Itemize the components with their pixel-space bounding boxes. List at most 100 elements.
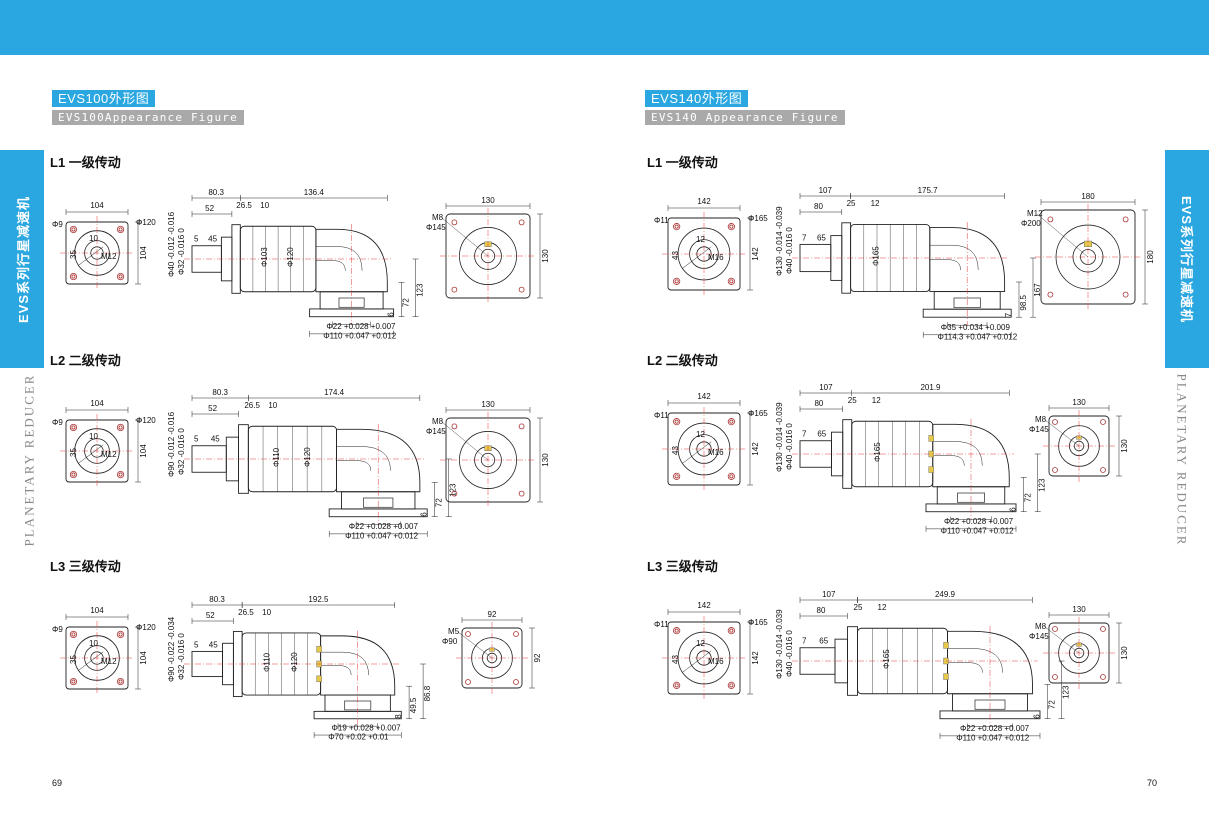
side-len4-dim: 26.5 <box>238 608 254 617</box>
side-len1-dim: 107 <box>822 590 836 599</box>
flange-pcd-dim: Φ120 <box>136 623 156 632</box>
flange-pcd-dim: Φ165 <box>748 409 768 418</box>
side-height2-dim: 49.5 <box>409 697 418 713</box>
flange-hole-dim: Φ11 <box>654 216 669 225</box>
output-pcd-dim: Φ90 <box>442 637 458 646</box>
side-height1-dim: 123 <box>449 483 458 497</box>
side-out-dia2-dim: Φ70 +0.02 +0.01 <box>328 732 389 741</box>
flange-hole-dim: Φ9 <box>52 220 63 229</box>
output-thread-dim: M8 <box>432 213 444 222</box>
flange-height-dim: 142 <box>751 247 760 261</box>
side-len1-dim: 80.3 <box>212 388 228 397</box>
flange-thread-dim: M16 <box>708 657 724 666</box>
side-shaft-dia-dim: Φ40 -0.012 -0.016 <box>167 211 176 277</box>
side-pilot-dia-dim: Φ40 -0.016 0 <box>785 423 794 470</box>
side-out-dia1-dim: Φ22 +0.028 +0.007 <box>960 724 1030 733</box>
output-pcd-dim: Φ145 <box>426 427 446 436</box>
side-len6-dim: 5 <box>194 640 199 649</box>
side-len5-dim: 10 <box>262 608 271 617</box>
top-banner <box>0 0 1209 55</box>
side-height1-dim: 167 <box>1033 283 1042 297</box>
side-out-dia2-dim: Φ110 +0.047 +0.012 <box>323 332 397 341</box>
side-len1-dim: 107 <box>819 186 833 195</box>
output-thread-dim: M5 <box>448 627 460 636</box>
side-len5-dim: 12 <box>878 603 887 612</box>
output-height-dim: 180 <box>1146 250 1155 264</box>
side-height2-dim: 72 <box>1024 493 1033 502</box>
side-len7-dim: 65 <box>817 233 826 242</box>
flange-width-dim: 104 <box>90 201 104 210</box>
flange-height-dim: 104 <box>139 651 148 665</box>
flange-depth-dim: 35 <box>69 250 78 259</box>
side-len3-dim: 52 <box>208 404 217 413</box>
side-out-dia1-dim: Φ22 +0.028 +0.007 <box>349 522 419 531</box>
side-height1-dim: 123 <box>1038 478 1047 492</box>
left-title-en: EVS100Appearance Figure <box>52 110 244 125</box>
side-body-dia1-dim: Φ110 <box>263 652 272 672</box>
side-pilot-dia-dim: Φ32 -0.016 0 <box>177 428 186 475</box>
output-thread-dim: M12 <box>1027 209 1043 218</box>
side-height3-dim: 8 <box>394 714 403 719</box>
side-len5-dim: 12 <box>871 199 880 208</box>
output-pcd-dim: Φ200 <box>1021 219 1041 228</box>
flange-hole-dim: Φ9 <box>52 418 63 427</box>
side-height2-dim: 72 <box>1048 700 1057 709</box>
output-thread-dim: M8 <box>432 417 444 426</box>
side-len5-dim: 10 <box>268 401 277 410</box>
right-title-en: EVS140 Appearance Figure <box>645 110 845 125</box>
output-thread-dim: M8 <box>1035 415 1047 424</box>
side-len7-dim: 45 <box>208 235 217 244</box>
flange-width-dim: 142 <box>697 392 711 401</box>
output-width-dim: 130 <box>481 400 495 409</box>
flange-thread-dim: M16 <box>708 253 724 262</box>
side-len1-dim: 80.3 <box>208 188 224 197</box>
flange-width-dim: 104 <box>90 399 104 408</box>
flange-height-dim: 142 <box>751 651 760 665</box>
side-body-dia1-dim: Φ165 <box>873 442 882 462</box>
side-height1-dim: 123 <box>416 283 425 297</box>
flange-hole-dim: Φ11 <box>654 620 669 629</box>
side-len2-dim: 175.7 <box>918 186 939 195</box>
flange-key-dim: 12 <box>696 430 705 439</box>
flange-depth-dim: 43 <box>671 251 680 260</box>
side-len4-dim: 25 <box>848 396 857 405</box>
side-body-dia2-dim: Φ120 <box>286 247 295 267</box>
output-width-dim: 130 <box>481 196 495 205</box>
side-len5-dim: 12 <box>872 396 881 405</box>
side-len3-dim: 80 <box>817 606 826 615</box>
side-len3-dim: 80 <box>814 399 823 408</box>
flange-key-dim: 10 <box>89 432 98 441</box>
output-pcd-dim: Φ145 <box>1029 425 1049 434</box>
left-page-number: 69 <box>52 778 63 788</box>
flange-width-dim: 142 <box>697 197 711 206</box>
side-len4-dim: 25 <box>854 603 863 612</box>
side-len3-dim: 52 <box>206 611 215 620</box>
right-side-tab: EVS系列行星减速机 <box>1165 150 1209 368</box>
side-len7-dim: 65 <box>819 637 828 646</box>
right-stage-2-label: L2 二级传动 <box>647 353 718 368</box>
side-len6-dim: 5 <box>194 235 199 244</box>
side-body-dia2-dim: Φ120 <box>303 447 312 467</box>
left-stage-2-label: L2 二级传动 <box>50 353 121 368</box>
right-stage-1-label: L1 一级传动 <box>647 155 718 170</box>
output-pcd-dim: Φ145 <box>426 223 446 232</box>
output-height-dim: 130 <box>541 453 550 467</box>
flange-thread-dim: M12 <box>101 657 117 666</box>
side-len6-dim: 5 <box>194 435 199 444</box>
side-out-dia2-dim: Φ110 +0.047 +0.012 <box>941 527 1015 536</box>
side-body-dia1-dim: Φ103 <box>260 247 269 267</box>
flange-thread-dim: M12 <box>101 252 117 261</box>
